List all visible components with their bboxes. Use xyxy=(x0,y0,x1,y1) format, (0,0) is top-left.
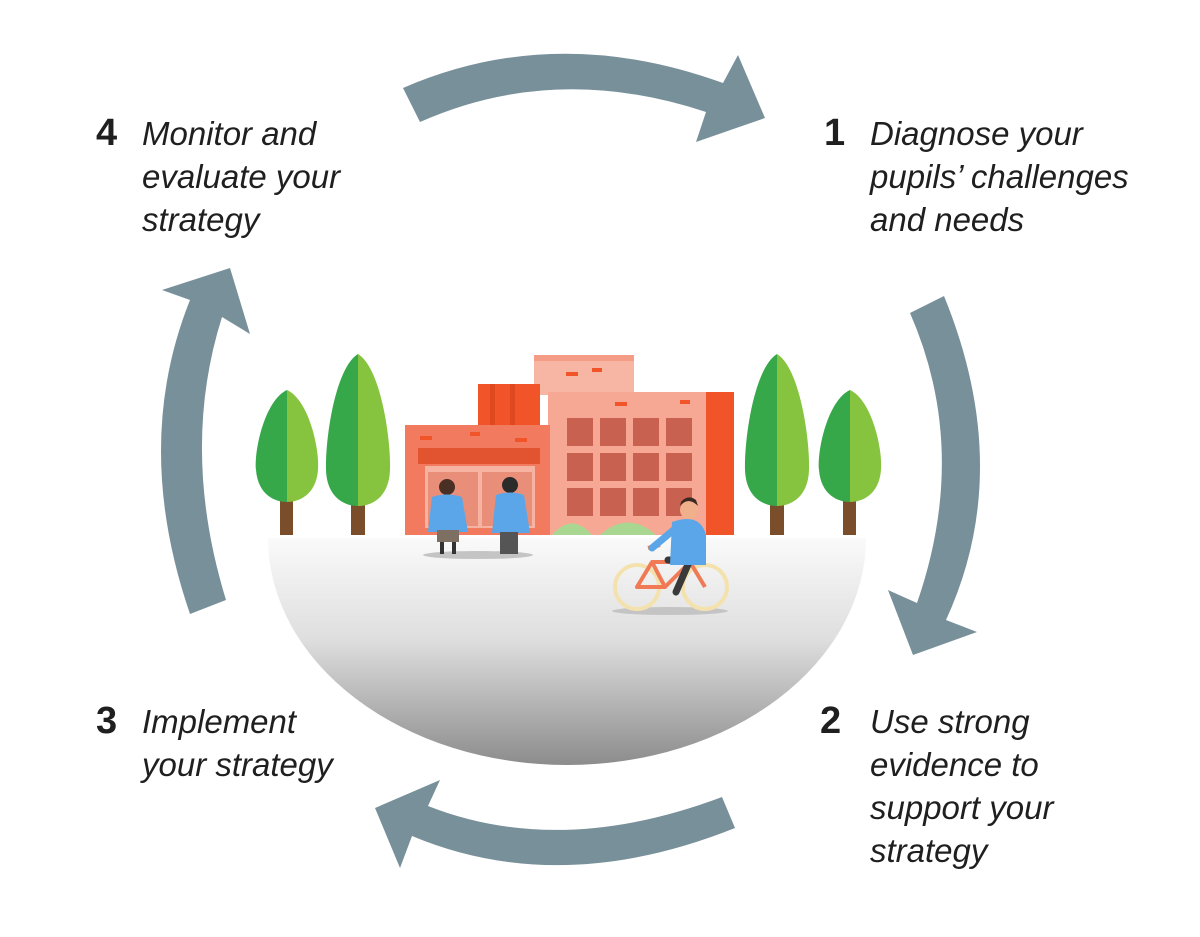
step-3-text: Implement your strategy xyxy=(142,700,333,786)
cyclist xyxy=(612,497,729,615)
arrow-step4-to-step1 xyxy=(403,53,765,142)
step-3-line: your strategy xyxy=(142,746,333,783)
step-4-line: evaluate your xyxy=(142,158,341,195)
arrow-step3-to-step4 xyxy=(161,268,250,614)
step-2-number: 2 xyxy=(820,700,842,742)
tree-left-tall xyxy=(325,354,391,535)
ground xyxy=(268,538,866,765)
step-2-text: Use strong evidence to support your stra… xyxy=(870,700,1053,872)
cycle-arrows xyxy=(161,53,981,868)
step-4-line: Monitor and xyxy=(142,115,317,152)
step-4-number: 4 xyxy=(96,112,118,154)
step-1-line: pupils’ challenges xyxy=(870,158,1129,195)
step-2-line: Use strong xyxy=(870,703,1030,740)
tree-left-small xyxy=(255,390,319,535)
step-3-line: Implement xyxy=(142,703,297,740)
step-2-line: support your xyxy=(870,789,1054,826)
tree-right-small xyxy=(818,390,882,535)
step-4-text: Monitor and evaluate your strategy xyxy=(142,112,340,241)
arrow-step1-to-step2 xyxy=(888,296,981,655)
step-1-number: 1 xyxy=(824,112,846,154)
step-1-line: Diagnose your xyxy=(870,115,1083,152)
tree-right-tall xyxy=(744,354,810,535)
people-walking xyxy=(423,477,533,559)
step-1-line: and needs xyxy=(870,201,1025,238)
step-3-number: 3 xyxy=(96,700,118,742)
step-1-text: Diagnose your pupils’ challenges and nee… xyxy=(870,112,1129,241)
arrow-step2-to-step3 xyxy=(375,780,735,868)
step-2-line: strategy xyxy=(870,832,988,869)
step-4-line: strategy xyxy=(142,201,260,238)
step-2-line: evidence to xyxy=(870,746,1039,783)
